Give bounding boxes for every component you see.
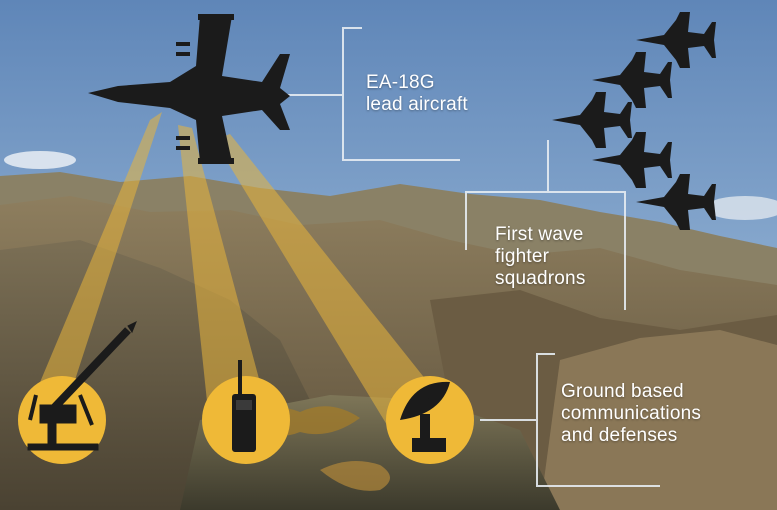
autumn-trees (320, 461, 390, 491)
fighter-squadron (552, 12, 716, 230)
jamming-beam (178, 125, 270, 430)
fighter-jet-icon (592, 52, 672, 108)
radio-handset-icon (232, 360, 256, 452)
label-line: lead aircraft (366, 94, 468, 115)
jet-aircraft-icon (88, 14, 290, 164)
label-line: Ground based (561, 381, 684, 402)
ground-target-missile (18, 320, 137, 464)
callout-lead (285, 27, 460, 161)
jamming-beam (20, 112, 162, 430)
cloud (4, 151, 76, 169)
fighter-jet-icon (552, 92, 632, 148)
label-ground-defenses: Ground based communications and defenses (561, 381, 701, 447)
right-slope (540, 330, 777, 510)
label-line: and defenses (561, 425, 678, 446)
label-line: EA-18G (366, 72, 435, 93)
label-line: fighter (495, 246, 550, 267)
label-fighter-squadrons: First wave fighter squadrons (495, 224, 586, 290)
label-line: First wave (495, 224, 584, 245)
satellite-dish-icon (400, 381, 450, 452)
cloud (705, 196, 777, 220)
label-lead-aircraft: EA-18G lead aircraft (366, 72, 468, 116)
ground-target-radio (202, 360, 290, 464)
fighter-jet-icon (636, 12, 716, 68)
label-line: squadrons (495, 268, 586, 289)
label-line: communications (561, 403, 702, 424)
callout-fighters (465, 140, 626, 310)
ground-target-dish (386, 376, 474, 464)
fighter-jet-icon (592, 132, 672, 188)
fighter-jet-icon (636, 174, 716, 230)
callout-ground (480, 353, 660, 487)
missile-launcher-icon (27, 320, 137, 451)
jamming-beam (214, 134, 450, 430)
